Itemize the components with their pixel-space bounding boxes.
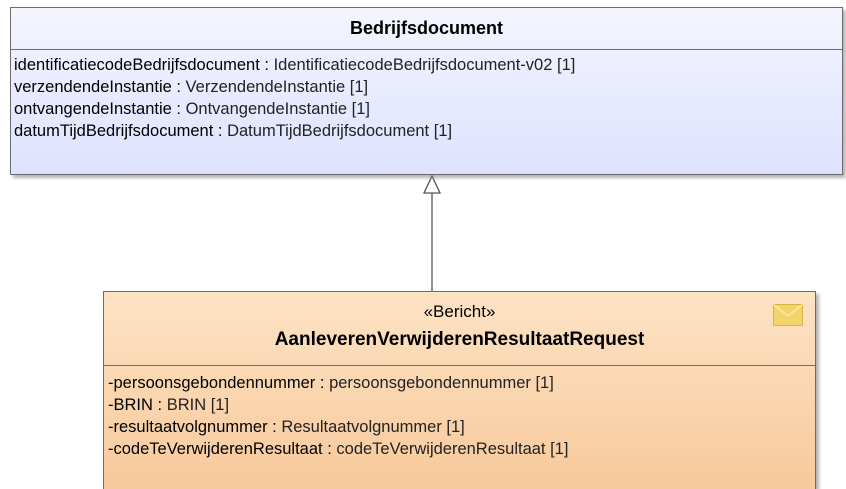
generalization-arrowhead	[422, 174, 442, 194]
attribute-row[interactable]: -resultaatvolgnummer : Resultaatvolgnumm…	[108, 416, 815, 438]
class-header: Bedrijfsdocument	[11, 8, 842, 50]
attribute-name: verzendendeInstantie	[14, 78, 172, 96]
attribute-type: codeTeVerwijderenResultaat [1]	[336, 440, 569, 458]
attribute-separator: :	[259, 56, 274, 74]
attribute-separator: :	[171, 78, 186, 96]
attribute-compartment: identificatiecodeBedrijfsdocument : Iden…	[11, 50, 842, 142]
class-bedrijfsdocument[interactable]: Bedrijfsdocument identificatiecodeBedrij…	[10, 7, 843, 175]
attribute-name: -persoonsgebondennummer	[108, 374, 316, 392]
attribute-type: DatumTijdBedrijfsdocument [1]	[227, 122, 453, 140]
attribute-name: -resultaatvolgnummer	[108, 418, 268, 436]
attribute-row[interactable]: -codeTeVerwijderenResultaat : codeTeVerw…	[108, 438, 815, 460]
class-name: AanleverenVerwijderenResultaatRequest	[274, 329, 645, 350]
attribute-name: -codeTeVerwijderenResultaat	[108, 440, 323, 458]
attribute-type: OntvangendeInstantie [1]	[185, 100, 370, 118]
attribute-row[interactable]: datumTijdBedrijfsdocument : DatumTijdBed…	[14, 120, 842, 142]
attribute-separator: :	[171, 100, 186, 118]
attribute-row[interactable]: identificatiecodeBedrijfsdocument : Iden…	[14, 54, 842, 76]
attribute-separator: :	[152, 396, 167, 414]
attribute-row[interactable]: verzendendeInstantie : VerzendendeInstan…	[14, 76, 842, 98]
attribute-separator: :	[213, 122, 228, 140]
attribute-separator: :	[267, 418, 282, 436]
attribute-row[interactable]: ontvangendeInstantie : OntvangendeInstan…	[14, 98, 842, 120]
attribute-type: VerzendendeInstantie [1]	[185, 78, 369, 96]
attribute-row[interactable]: -persoonsgebondennummer : persoonsgebond…	[108, 372, 815, 394]
envelope-icon	[773, 304, 803, 326]
attribute-separator: :	[322, 440, 337, 458]
attribute-compartment: -persoonsgebondennummer : persoonsgebond…	[104, 366, 815, 460]
attribute-name: identificatiecodeBedrijfsdocument	[14, 56, 260, 74]
attribute-name: datumTijdBedrijfsdocument	[14, 122, 214, 140]
attribute-row[interactable]: -BRIN : BRIN [1]	[108, 394, 815, 416]
class-aanleveren-verwijderen-resultaat-request[interactable]: «Bericht» AanleverenVerwijderenResultaat…	[103, 291, 816, 489]
attribute-type: Resultaatvolgnummer [1]	[281, 418, 465, 436]
attribute-type: persoonsgebondennummer [1]	[329, 374, 554, 392]
attribute-separator: :	[315, 374, 330, 392]
class-stereotype: «Bericht»	[423, 302, 496, 321]
attribute-name: ontvangendeInstantie	[14, 100, 172, 118]
class-header: «Bericht» AanleverenVerwijderenResultaat…	[104, 292, 815, 366]
attribute-type: IdentificatiecodeBedrijfsdocument-v02 [1…	[273, 56, 576, 74]
class-name: Bedrijfsdocument	[349, 18, 504, 38]
attribute-type: BRIN [1]	[166, 396, 230, 414]
attribute-name: -BRIN	[108, 396, 153, 414]
